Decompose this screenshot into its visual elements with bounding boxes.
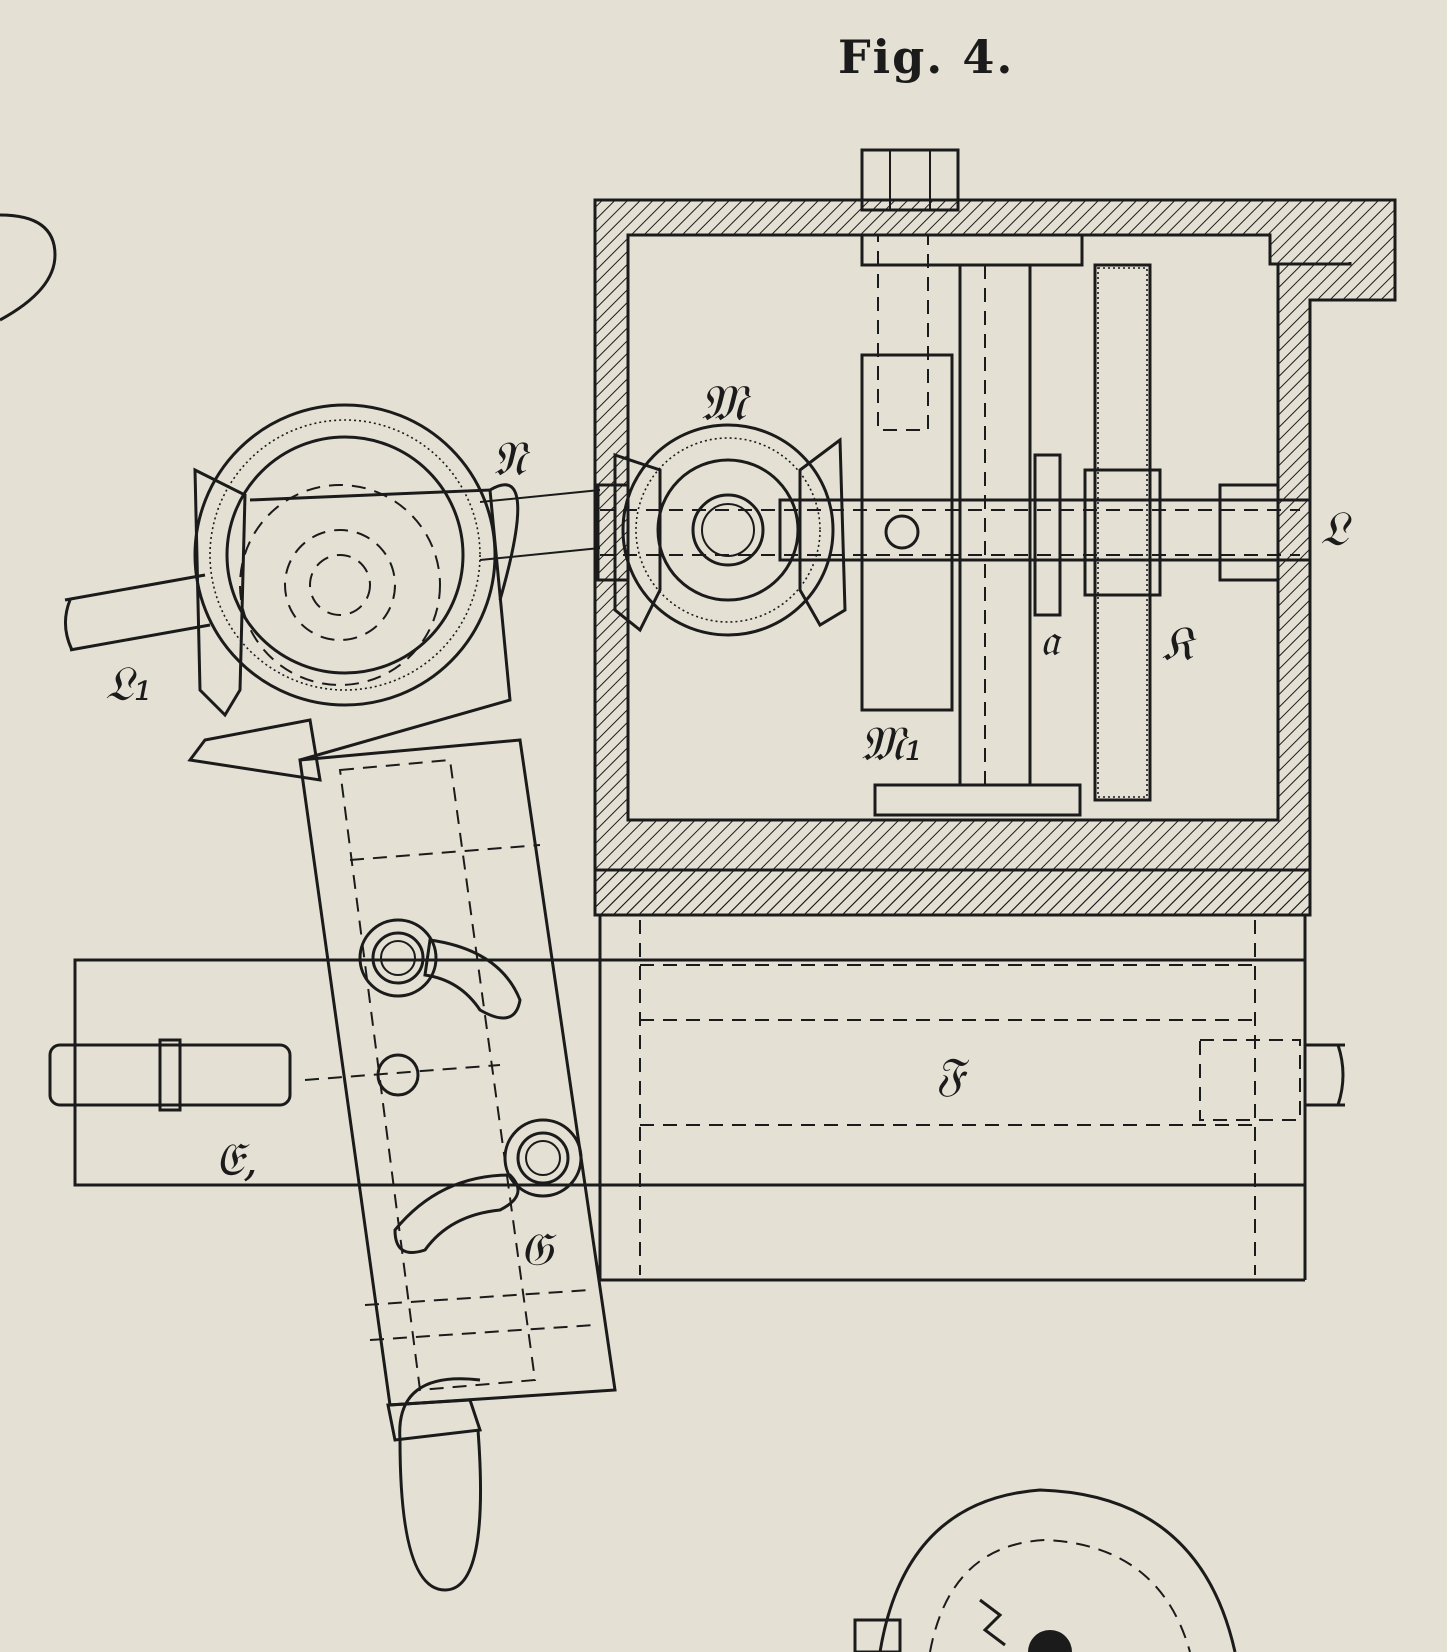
lower-bracket bbox=[873, 783, 1082, 817]
slot-bolt-lower bbox=[393, 1118, 583, 1254]
shaft-bearing-right bbox=[1218, 483, 1280, 582]
bevel-gear-m bbox=[613, 423, 847, 637]
label-l1: 𝔏₁ bbox=[105, 656, 153, 712]
bevel-gear-housing-n bbox=[187, 403, 520, 782]
clutch-a bbox=[1033, 453, 1062, 617]
label-k: 𝔎 bbox=[1162, 616, 1197, 672]
slide-box-f bbox=[73, 915, 1307, 1282]
guide-rod-e1 bbox=[48, 1038, 1345, 1112]
edge-fragment-bottom bbox=[853, 1488, 1237, 1652]
top-hex-nut bbox=[860, 148, 960, 212]
vertical-shaft bbox=[958, 263, 1032, 787]
label-g: 𝔊 bbox=[520, 1222, 557, 1276]
gear-housing bbox=[593, 198, 1397, 917]
slot-bolt-upper bbox=[358, 918, 522, 1020]
upper-bracket bbox=[860, 233, 1084, 267]
label-m: 𝔐 bbox=[700, 374, 751, 432]
spur-gear-k bbox=[1093, 263, 1152, 802]
center-pin bbox=[304, 1053, 501, 1097]
label-e1: 𝔈, bbox=[215, 1132, 258, 1186]
tilted-lever-arm bbox=[298, 738, 617, 1592]
slide-block-m1 bbox=[860, 353, 954, 712]
label-a: 𝔞 bbox=[1040, 615, 1062, 666]
figure-title: Fig. 4. bbox=[838, 30, 1015, 84]
shaft-l1 bbox=[64, 489, 601, 652]
main-shaft-l bbox=[778, 498, 1312, 562]
edge-fragment-left bbox=[0, 213, 57, 322]
label-f: 𝔉 bbox=[935, 1047, 970, 1101]
shaft-pin bbox=[884, 514, 920, 550]
label-n: 𝔑 bbox=[492, 431, 531, 487]
shaft-bearing-left bbox=[596, 483, 630, 582]
label-m1: 𝔐₁ bbox=[860, 716, 923, 772]
housing-base-plate bbox=[593, 868, 1312, 917]
label-l: 𝔏 bbox=[1320, 501, 1353, 557]
